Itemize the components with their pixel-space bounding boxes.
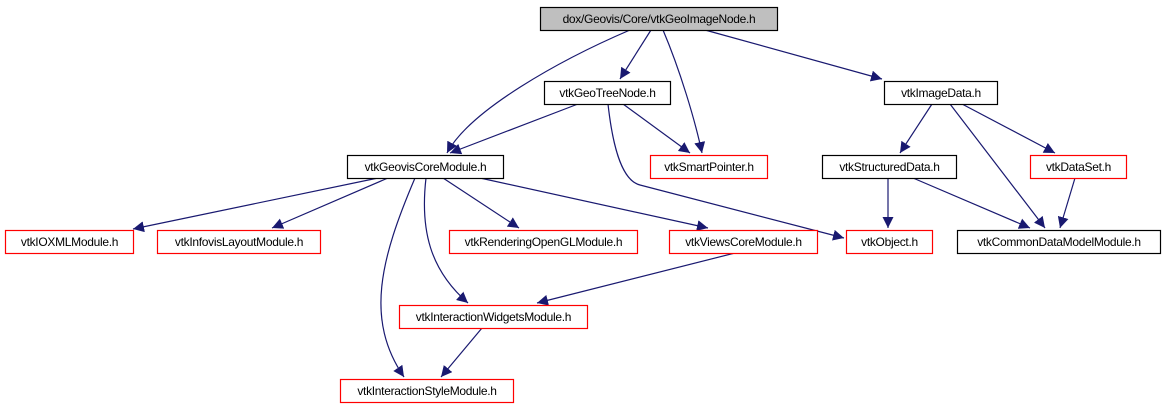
edge-root-to-imagedata <box>704 29 883 82</box>
node-renderingopengl[interactable]: vtkRenderingOpenGLModule.h <box>448 229 639 255</box>
node-box <box>156 229 322 255</box>
node-structureddata[interactable]: vtkStructuredData.h <box>821 154 958 180</box>
node-interactionwidgets[interactable]: vtkInteractionWidgetsModule.h <box>398 304 589 330</box>
node-infovislayout[interactable]: vtkInfovisLayoutModule.h <box>156 229 322 255</box>
edge-root-to-geotreenode <box>619 29 652 80</box>
node-box <box>448 229 639 255</box>
node-root: dox/Geovis/Core/vtkGeoImageNode.h <box>539 6 779 32</box>
edge-root-to-smartpointer <box>662 29 706 154</box>
edge-dataset-to-commondatamodel <box>1057 177 1076 229</box>
node-label: dox/Geovis/Core/vtkGeoImageNode.h <box>563 12 756 26</box>
node-box <box>649 154 769 180</box>
edge-imagedata-to-dataset <box>961 103 1056 154</box>
node-label: vtkInteractionStyleModule.h <box>357 384 496 398</box>
edge-geotreenode-to-geoviscore <box>449 103 579 155</box>
node-geotreenode[interactable]: vtkGeoTreeNode.h <box>543 80 672 106</box>
node-box <box>539 6 779 32</box>
node-box <box>4 229 135 255</box>
edge-root-to-geoviscore <box>446 29 631 154</box>
node-label: vtkGeovisCoreModule.h <box>365 160 487 174</box>
edges <box>132 29 1076 378</box>
node-box <box>339 378 515 404</box>
edge-geoviscore-to-interactionstyle <box>380 177 416 378</box>
node-commondatamodel[interactable]: vtkCommonDataModelModule.h <box>956 229 1162 255</box>
edge-geoviscore-to-viewscore <box>479 177 709 232</box>
node-dataset[interactable]: vtkDataSet.h <box>1029 154 1128 180</box>
node-box <box>1029 154 1128 180</box>
node-smartpointer[interactable]: vtkSmartPointer.h <box>649 154 769 180</box>
node-label: vtkViewsCoreModule.h <box>685 235 802 249</box>
node-box <box>956 229 1162 255</box>
node-box <box>845 229 934 255</box>
edge-viewscore-to-interactionwidgets <box>536 252 736 306</box>
edge-geoviscore-to-infovislayout <box>271 177 389 229</box>
node-box <box>668 229 819 255</box>
node-box <box>883 80 999 106</box>
node-box <box>543 80 672 106</box>
edge-geoviscore-to-ioxml <box>132 177 379 233</box>
node-box <box>398 304 589 330</box>
node-label: vtkSmartPointer.h <box>664 160 754 174</box>
node-object[interactable]: vtkObject.h <box>845 229 934 255</box>
edge-geoviscore-to-interactionwidgets <box>423 177 469 304</box>
node-label: vtkInfovisLayoutModule.h <box>175 235 303 249</box>
edge-interactionwidgets-to-interactionstyle <box>440 327 483 378</box>
edge-imagedata-to-structureddata <box>899 103 933 154</box>
node-label: vtkStructuredData.h <box>839 160 939 174</box>
node-label: vtkRenderingOpenGLModule.h <box>465 235 623 249</box>
node-viewscore[interactable]: vtkViewsCoreModule.h <box>668 229 819 255</box>
node-label: vtkCommonDataModelModule.h <box>977 235 1141 249</box>
edge-structureddata-to-commondatamodel <box>912 177 1031 229</box>
edge-geoviscore-to-renderingopengl <box>442 177 520 229</box>
node-geoviscore[interactable]: vtkGeovisCoreModule.h <box>346 154 505 180</box>
node-label: vtkObject.h <box>861 235 918 249</box>
node-box <box>346 154 505 180</box>
nodes: dox/Geovis/Core/vtkGeoImageNode.h vtkGeoT… <box>4 6 1162 404</box>
edge-geotreenode-to-object <box>607 103 845 241</box>
node-imagedata[interactable]: vtkImageData.h <box>883 80 999 106</box>
node-label: vtkIOXMLModule.h <box>21 235 118 249</box>
node-label: vtkInteractionWidgetsModule.h <box>416 310 571 324</box>
node-interactionstyle[interactable]: vtkInteractionStyleModule.h <box>339 378 515 404</box>
node-ioxml[interactable]: vtkIOXMLModule.h <box>4 229 135 255</box>
node-box <box>821 154 958 180</box>
edge-geotreenode-to-smartpointer <box>622 103 691 154</box>
node-label: vtkDataSet.h <box>1046 160 1111 174</box>
edge-imagedata-to-commondatamodel <box>949 103 1046 229</box>
node-label: vtkImageData.h <box>901 86 981 100</box>
node-label: vtkGeoTreeNode.h <box>559 86 655 100</box>
